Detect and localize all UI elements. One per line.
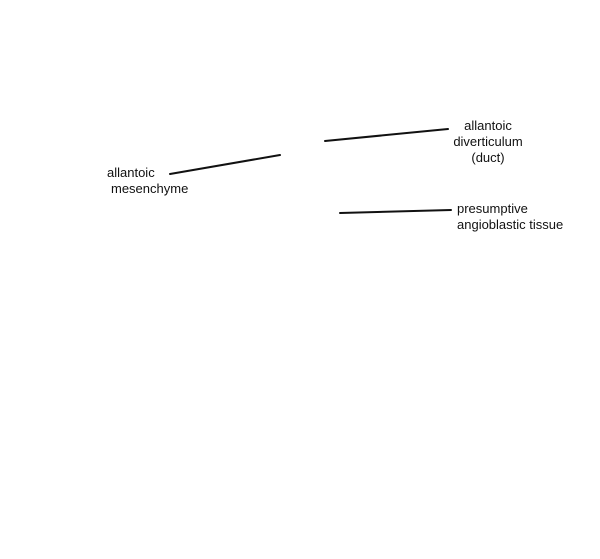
leader-line-presumptive-angioblastic-tissue [339, 209, 452, 214]
label-presumptive-angioblastic-tissue: presumptive angioblastic tissue [457, 201, 563, 233]
label-line: (duct) [471, 150, 505, 165]
leader-line-allantoic-mesenchyme [169, 154, 281, 175]
label-allantoic-mesenchyme: allantoic mesenchyme [107, 165, 188, 197]
label-allantoic-diverticulum: allantoic diverticulum (duct) [446, 118, 530, 166]
label-line: mesenchyme [111, 181, 189, 196]
label-line: allantoic [107, 165, 155, 180]
label-line: angioblastic tissue [457, 217, 564, 232]
leader-line-allantoic-diverticulum [324, 128, 449, 142]
label-line: allantoic [464, 118, 512, 133]
label-line: diverticulum [453, 134, 523, 149]
label-line: presumptive [457, 201, 528, 216]
